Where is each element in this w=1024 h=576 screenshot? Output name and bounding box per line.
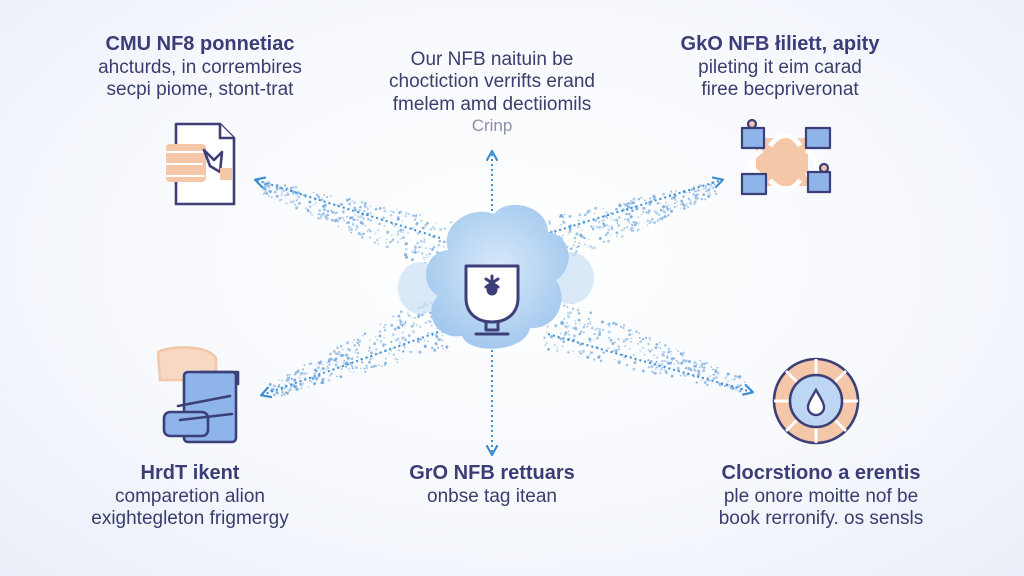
- arrow-top-left: [256, 180, 441, 239]
- block-line: secpi piome, stont-trat: [106, 79, 294, 100]
- text-block-bottom-right: Clocrstiono a erentis ple onore moitte n…: [686, 462, 956, 530]
- block-title: GkO NFB łiliett, apity: [680, 33, 880, 55]
- block-subtext: Crinp: [471, 116, 513, 136]
- block-line: exightegleton frigmergy: [91, 508, 289, 529]
- block-line: book rerronify. os sensls: [718, 508, 924, 529]
- text-block-bottom-left: HrdT ikent comparetion alion exighteglet…: [60, 462, 320, 530]
- dotted-spray-layer: [261, 180, 746, 397]
- hand-holding-card-icon: [156, 346, 240, 444]
- arrow-top-right: [539, 180, 722, 237]
- trophy-cup-icon: [464, 264, 520, 336]
- block-line: fmelem amd dectiiomils: [392, 93, 592, 115]
- block-line: choctiction verrifts erand: [389, 71, 595, 93]
- target-dial-icon: [772, 357, 860, 445]
- puzzle-network-icon: [740, 118, 832, 196]
- block-title: HrdT ikent: [140, 462, 240, 484]
- block-title: GrO NFB rettuars: [409, 462, 575, 484]
- block-line: ple onore moitte nof be: [723, 485, 919, 507]
- block-line: onbse tag itean: [427, 485, 557, 507]
- text-block-top-center: Our NFB naituin be choctiction verrifts …: [362, 49, 622, 136]
- block-title: Clocrstiono a erentis: [721, 462, 921, 484]
- block-line: Our NFB naituin be: [410, 49, 574, 70]
- arrow-bottom-left: [262, 331, 439, 395]
- text-block-top-right: GkO NFB łiliett, apity pileting it eim c…: [650, 33, 910, 101]
- block-line: pileting it eim carad: [698, 56, 862, 78]
- text-block-top-left: CMU NF8 ponnetiac ahcturds, in corrembir…: [70, 33, 330, 101]
- text-block-bottom-center: GrO NFB rettuars onbse tag itean: [362, 462, 622, 508]
- block-line: ahcturds, in corrembires: [98, 56, 302, 78]
- block-line: firee becpriveronat: [701, 79, 859, 100]
- arrow-bottom-right: [547, 333, 752, 392]
- block-title: CMU NF8 ponnetiac: [105, 33, 295, 55]
- document-hand-icon: [165, 122, 236, 206]
- block-line: comparetion alion: [115, 485, 265, 507]
